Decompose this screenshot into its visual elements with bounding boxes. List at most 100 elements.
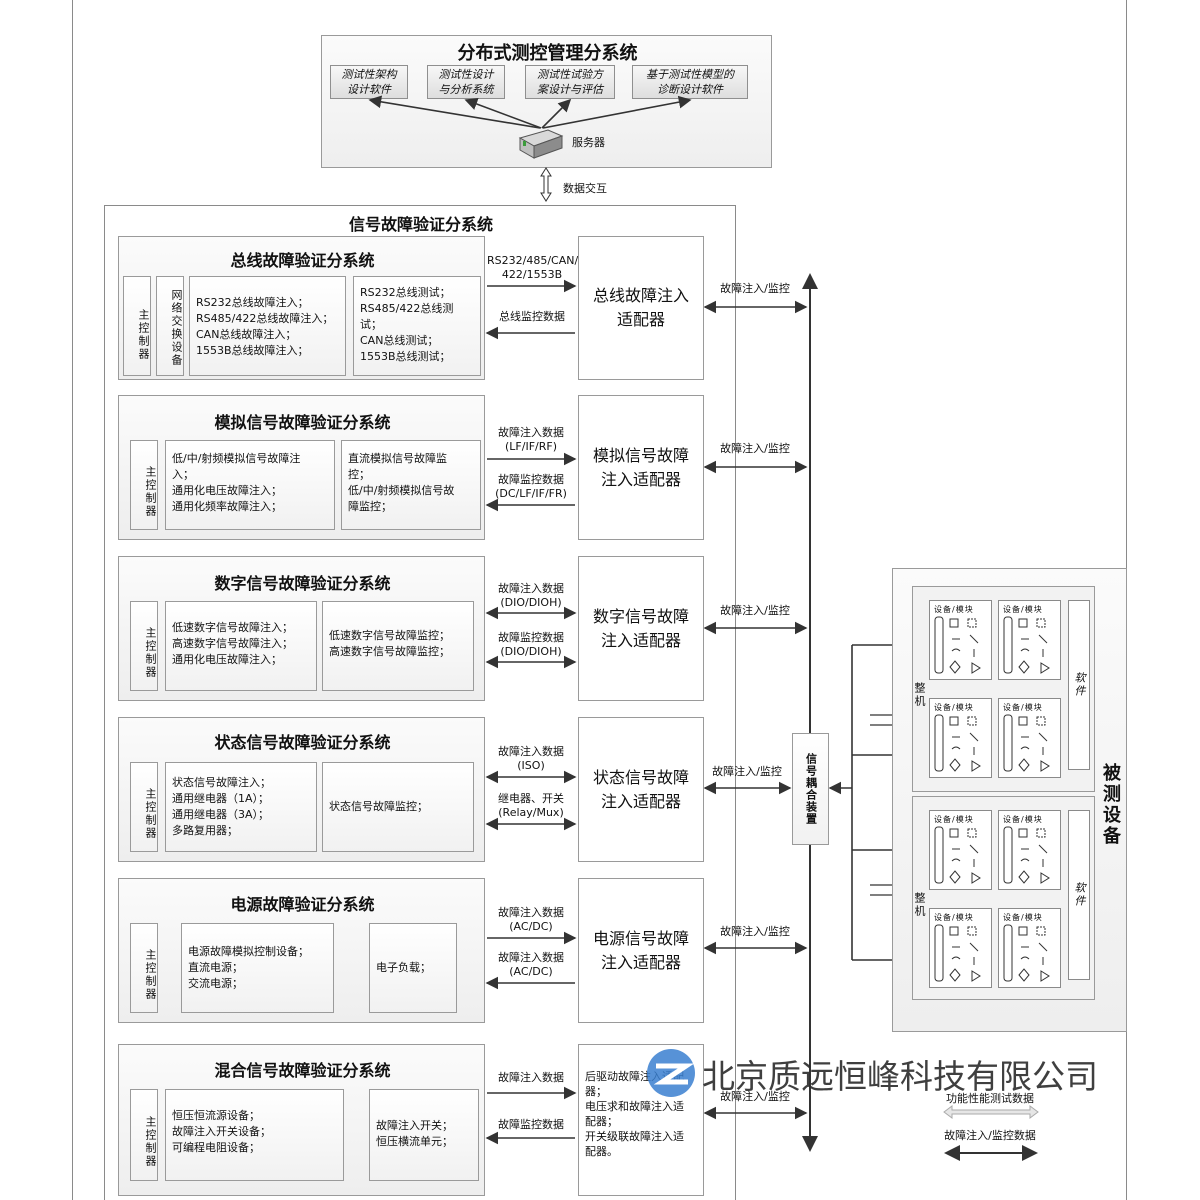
power-adapter-label: 电源信号故障 注入适配器: [592, 928, 689, 972]
status-link-label: 故障注入/监控: [712, 765, 782, 778]
power-arrow-top-label: 故障注入数据 (AC/DC): [498, 906, 564, 933]
dut-module[interactable]: 设备/模块: [998, 698, 1061, 778]
bus-network-switch[interactable]: 网络交换设备: [156, 276, 184, 376]
signal-subsystem: 信号故障验证分系统: [104, 205, 736, 1200]
software-label: 软件: [1073, 882, 1086, 908]
bus-controller[interactable]: 主控制器: [123, 276, 151, 376]
software-label: 软件: [1073, 672, 1086, 698]
circuit-icon: [934, 826, 981, 884]
bus-monitor-box: RS232总线测试； RS485/422总线测 试； CAN总线测试； 1553…: [353, 276, 481, 376]
circuit-icon: [1003, 616, 1050, 674]
mixed-inject-box: 恒压恒流源设备； 故障注入开关设备； 可编程电阻设备；: [165, 1089, 344, 1181]
analog-inject-box: 低/中/射频模拟信号故障注 入； 通用化电压故障注入； 通用化频率故障注入；: [165, 440, 335, 530]
signal-coupler[interactable]: 信号耦合装置: [792, 733, 829, 845]
software-label: 测试性设计 与分析系统: [438, 68, 494, 96]
circuit-icon: [934, 616, 981, 674]
digital-controller[interactable]: 主控制器: [130, 601, 158, 691]
module-label: 设备/模块: [1003, 815, 1043, 824]
bus-title: 总线故障验证分系统: [230, 251, 375, 270]
status-adapter[interactable]: 状态信号故障 注入适配器: [578, 717, 704, 862]
dut-title-text: 被测设备: [1100, 763, 1121, 847]
status-title: 状态信号故障验证分系统: [214, 733, 391, 752]
software-label: 基于测试性模型的 诊断设计软件: [646, 68, 734, 96]
analog-arrow-bottom-label: 故障监控数据 (DC/LF/IF/FR): [495, 473, 567, 500]
dut-module[interactable]: 设备/模块: [929, 698, 992, 778]
bus-link-label: 故障注入/监控: [720, 282, 790, 295]
power-inject-box: 电源故障模拟控制设备； 直流电源； 交流电源；: [181, 923, 334, 1013]
mixed-monitor-box: 故障注入开关； 恒压横流单元；: [369, 1089, 479, 1181]
digital-arrow-bottom-label: 故障监控数据 (DIO/DIOH): [498, 631, 564, 658]
signal-title: 信号故障验证分系统: [348, 215, 493, 234]
bus-adapter-label: 总线故障注入 适配器: [592, 286, 689, 329]
module-label: 设备/模块: [934, 913, 974, 922]
legend-fault: 故障注入/监控数据: [944, 1129, 1036, 1142]
bus-inject-box: RS232总线故障注入； RS485/422总线故障注入； CAN总线故障注入；…: [189, 276, 346, 376]
mixed-link-label: 故障注入/监控: [720, 1090, 790, 1103]
dut-module[interactable]: 设备/模块: [929, 600, 992, 680]
bus-arrow-bottom-label: 总线监控数据: [499, 310, 565, 323]
power-controller[interactable]: 主控制器: [130, 923, 158, 1013]
software-label: 测试性架构 设计软件: [341, 68, 397, 96]
dut-title: 被测设备: [1092, 750, 1128, 860]
power-arrow-bottom-label: 故障注入数据 (AC/DC): [498, 951, 564, 978]
software-label: 测试性试验方 案设计与评估: [537, 68, 603, 96]
analog-controller[interactable]: 主控制器: [130, 440, 158, 530]
server-label: 服务器: [572, 136, 605, 149]
module-label: 设备/模块: [1003, 605, 1043, 614]
circuit-icon: [1003, 924, 1050, 982]
analog-adapter-label: 模拟信号故障 注入适配器: [592, 445, 689, 489]
analog-title: 模拟信号故障验证分系统: [214, 413, 391, 432]
analog-monitor-box: 直流模拟信号故障监 控； 低/中/射频模拟信号故 障监控；: [341, 440, 481, 530]
digital-title: 数字信号故障验证分系统: [214, 574, 391, 593]
software-test-plan[interactable]: 测试性试验方 案设计与评估: [525, 65, 615, 99]
digital-monitor-box: 低速数字信号故障监控； 高速数字信号故障监控；: [322, 601, 474, 691]
machine-label: 整机: [913, 892, 926, 918]
management-title: 分布式测控管理分系统: [457, 43, 638, 64]
mixed-controller[interactable]: 主控制器: [130, 1089, 158, 1181]
power-monitor-box: 电子负载；: [369, 923, 457, 1013]
company-watermark: 北京质远恒峰科技有限公司: [702, 1057, 1098, 1096]
mixed-arrow-bottom-label: 故障监控数据: [498, 1118, 564, 1131]
legend-functional: 功能性能测试数据: [946, 1092, 1034, 1105]
server-icon: [518, 128, 564, 160]
power-adapter[interactable]: 电源信号故障 注入适配器: [578, 878, 704, 1023]
dut-module[interactable]: 设备/模块: [929, 810, 992, 890]
bus-arrow-top-label: RS232/485/CAN/ 422/1553B: [487, 254, 579, 281]
machine-label: 整机: [913, 682, 926, 708]
status-monitor-box: 状态信号故障监控；: [322, 762, 474, 852]
digital-adapter[interactable]: 数字信号故障 注入适配器: [578, 556, 704, 701]
analog-link-label: 故障注入/监控: [720, 442, 790, 455]
status-controller[interactable]: 主控制器: [130, 762, 158, 852]
digital-link-label: 故障注入/监控: [720, 604, 790, 617]
digital-arrow-top-label: 故障注入数据 (DIO/DIOH): [498, 582, 564, 609]
module-label: 设备/模块: [934, 815, 974, 824]
dut-module[interactable]: 设备/模块: [998, 600, 1061, 680]
digital-inject-box: 低速数字信号故障注入； 高速数字信号故障注入； 通用化电压故障注入；: [165, 601, 317, 691]
bus-adapter[interactable]: 总线故障注入 适配器: [578, 236, 704, 380]
circuit-icon: [934, 924, 981, 982]
module-label: 设备/模块: [1003, 913, 1043, 922]
dut-module[interactable]: 设备/模块: [998, 810, 1061, 890]
status-inject-box: 状态信号故障注入； 通用继电器（1A）； 通用继电器（3A）； 多路复用器；: [165, 762, 317, 852]
dut-module[interactable]: 设备/模块: [929, 908, 992, 988]
analog-adapter[interactable]: 模拟信号故障 注入适配器: [578, 395, 704, 540]
power-title: 电源故障验证分系统: [230, 895, 375, 914]
module-label: 设备/模块: [934, 703, 974, 712]
circuit-icon: [1003, 714, 1050, 772]
mixed-title: 混合信号故障验证分系统: [214, 1061, 391, 1080]
software-architecture[interactable]: 测试性架构 设计软件: [330, 65, 408, 99]
digital-adapter-label: 数字信号故障 注入适配器: [592, 606, 689, 650]
mixed-arrow-top-label: 故障注入数据: [498, 1071, 564, 1084]
dut-software[interactable]: 软件: [1068, 600, 1090, 770]
power-link-label: 故障注入/监控: [720, 925, 790, 938]
status-arrow-bottom-label: 继电器、开关 (Relay/Mux): [498, 792, 564, 819]
circuit-icon: [1003, 826, 1050, 884]
module-label: 设备/模块: [934, 605, 974, 614]
dut-module[interactable]: 设备/模块: [998, 908, 1061, 988]
dut-software[interactable]: 软件: [1068, 810, 1090, 980]
module-label: 设备/模块: [1003, 703, 1043, 712]
status-adapter-label: 状态信号故障 注入适配器: [592, 767, 689, 811]
company-logo-icon: [644, 1046, 698, 1100]
analog-arrow-top-label: 故障注入数据 (LF/IF/RF): [498, 426, 564, 453]
status-arrow-top-label: 故障注入数据 (ISO): [498, 745, 564, 772]
